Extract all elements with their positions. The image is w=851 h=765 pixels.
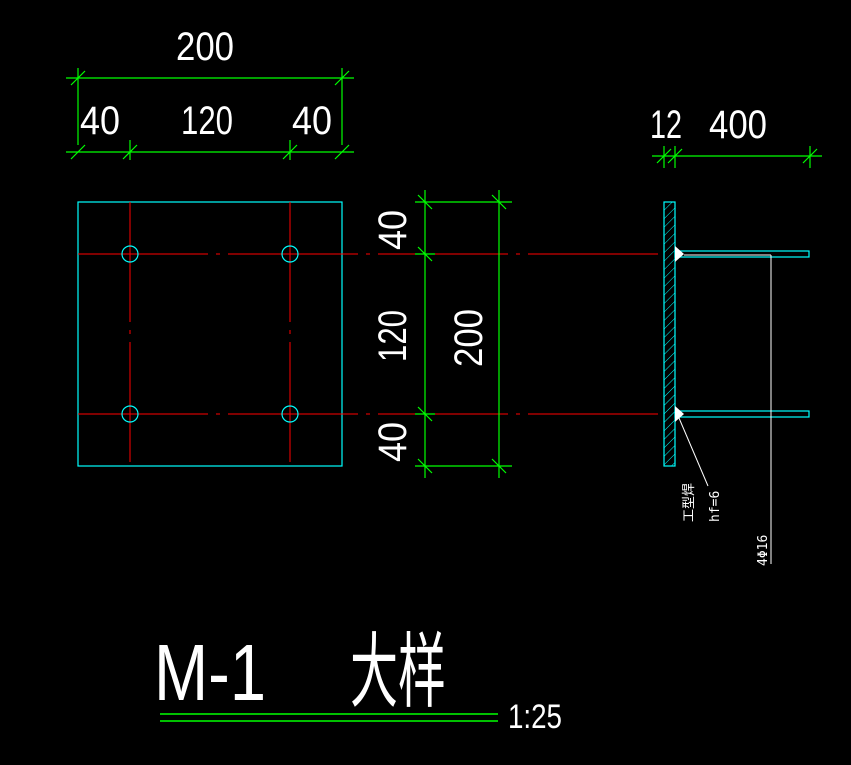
side-tick-ov-0 [491,194,507,210]
hole-bottom-right [281,405,299,423]
tick-sub-1 [122,144,138,160]
leaders [678,254,772,564]
plate-outline [77,201,343,467]
side-tick-3 [417,458,433,474]
dim-text-side-overall: 200 [447,309,491,367]
dim-text-top-middle: 120 [181,99,233,143]
right-tick-0 [656,148,672,164]
welds [675,246,684,422]
weld-leader [678,417,709,487]
rebar-top [674,250,810,258]
title-suffix: 大样 [350,627,446,718]
hole-bottom-left [121,405,139,423]
side-dimension-group [415,190,512,478]
right-tick-2 [802,148,818,164]
title-name: M-1 [154,628,266,717]
rebars [674,250,810,418]
dim-text-side-top: 40 [371,210,415,250]
tick-sub-2 [282,144,298,160]
hole-top-right [281,245,299,263]
weld-size-label: hf=6 [708,491,723,522]
hole-top-left [121,245,139,263]
bolt-holes [121,245,299,423]
side-tick-0 [417,194,433,210]
side-tick-ov-1 [491,458,507,474]
weld-type-label: 工型焊 [681,483,697,522]
right-dimension-group [652,146,822,168]
tick-sub-0 [70,144,86,160]
side-tick-1 [417,246,433,262]
dim-text-top-overall: 200 [176,25,234,69]
weld-bottom-icon [675,406,684,422]
dim-text-side-middle: 120 [371,310,415,362]
dim-text-top-right: 40 [292,99,332,143]
side-tick-2 [417,406,433,422]
rebar-bottom [674,410,810,418]
weld-top-icon [675,246,684,262]
top-dimension-group [66,68,354,160]
title-underline [160,713,498,722]
tick-sub-3 [334,144,350,160]
rebar-label: 4Φ16 [756,535,771,566]
tick-left-overall [70,70,86,86]
right-tick-1 [667,148,683,164]
title-scale: 1:25 [508,698,562,736]
dim-text-right-plate: 12 [650,103,682,147]
dim-text-top-left: 40 [80,99,120,143]
dim-text-right-length: 400 [709,103,767,147]
dim-text-side-bottom: 40 [371,422,415,462]
plate-section [663,201,676,467]
tick-right-overall [334,70,350,86]
